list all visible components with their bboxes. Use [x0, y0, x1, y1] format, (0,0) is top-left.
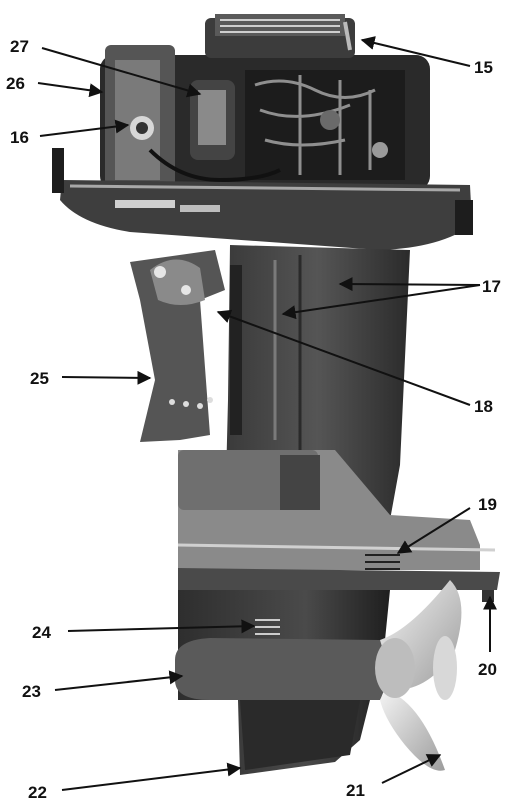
callout-label-25: 25 [30, 369, 49, 388]
gear-housing-upper [177, 450, 496, 570]
flywheel [215, 14, 345, 36]
skeg [240, 700, 360, 770]
callout-27: 27 [10, 37, 202, 98]
powerhead [100, 14, 430, 190]
callout-label-15: 15 [474, 58, 493, 77]
torpedo-housing [175, 638, 388, 700]
callout-label-27: 27 [10, 37, 29, 56]
callout-label-20: 20 [478, 660, 497, 679]
callout-label-16: 16 [10, 128, 29, 147]
callout-20: 20 [478, 595, 497, 679]
callout-label-19: 19 [478, 495, 497, 514]
callout-label-18: 18 [474, 397, 493, 416]
callout-label-26: 26 [6, 74, 25, 93]
callout-label-24: 24 [32, 623, 51, 642]
callout-17: 17 [281, 277, 501, 320]
callout-label-21: 21 [346, 781, 365, 800]
callout-24: 24 [32, 619, 256, 642]
callout-22: 22 [28, 762, 242, 802]
callout-23: 23 [22, 670, 184, 701]
steering-shaft [230, 265, 242, 435]
anti-cavitation-plate [178, 568, 500, 590]
callout-19: 19 [396, 495, 497, 554]
swivel-bracket [130, 250, 242, 442]
lower-unit [175, 590, 494, 775]
lower-cowl [52, 148, 473, 250]
callout-15: 15 [360, 36, 493, 77]
callout-16: 16 [10, 119, 130, 147]
callout-21: 21 [346, 754, 442, 800]
callout-label-23: 23 [22, 682, 41, 701]
propeller [375, 580, 462, 771]
callout-label-17: 17 [482, 277, 501, 296]
callout-18: 18 [216, 309, 493, 416]
callout-label-22: 22 [28, 783, 47, 802]
callout-26: 26 [6, 74, 104, 98]
water-intake [255, 619, 280, 635]
callout-25: 25 [30, 369, 152, 388]
